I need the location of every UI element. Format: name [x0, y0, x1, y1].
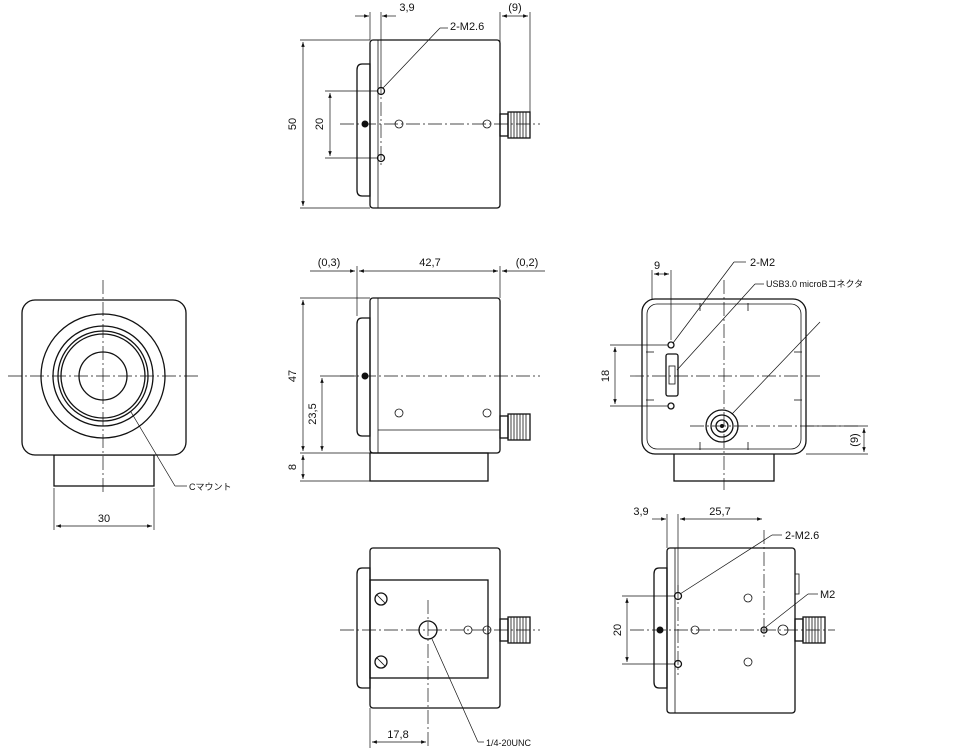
top-screw-label: 2-M2.6 [450, 21, 484, 33]
top-conn-offset-label: (9) [508, 2, 521, 14]
top-connector-thread [507, 111, 531, 139]
top-height-label: 50 [287, 118, 299, 130]
bottom-offset-label: 17,8 [387, 729, 408, 741]
right-pitch-label: 20 [612, 624, 624, 636]
usb-connector [665, 353, 679, 397]
bottom-view: 17,8 1/4-20UNC [340, 547, 540, 748]
side-height-label: 47 [287, 370, 299, 382]
bottom-connector-thread [507, 616, 531, 644]
side-rear-gap-label: (0,2) [516, 257, 539, 269]
top-hole-spacing-label: 3,9 [399, 2, 414, 14]
side-view: 47 8 23,5 (0,3) 42,7 (0,2) [287, 257, 545, 482]
top-view: 50 20 3,9 (9) 2-M2.6 [287, 2, 540, 209]
side-base-label: 8 [287, 464, 299, 470]
rear-pitch-label: 18 [600, 370, 612, 382]
front-view: 30 Cマウント [8, 280, 232, 530]
right-screw2-label: M2 [820, 589, 835, 601]
rear-screw-label: 2-M2 [750, 257, 775, 269]
side-front-gap-label: (0,3) [318, 257, 341, 269]
side-connector-thread [507, 413, 531, 441]
rear-usb-label: USB3.0 microBコネクタ [766, 279, 863, 289]
rear-offset-label: 9 [654, 260, 660, 272]
bottom-tripod-label: 1/4-20UNC [486, 738, 532, 748]
front-mount-label: Cマウント [189, 482, 232, 492]
rear-conn-offset-label: (9) [849, 433, 861, 446]
rear-view: 9 18 (9) 2-M2 USB3.0 microBコネクタ [600, 257, 868, 490]
side-length-label: 42,7 [419, 257, 440, 269]
front-width-label: 30 [98, 513, 110, 525]
right-spacing-label: 25,7 [709, 506, 730, 518]
right-hole-offset-label: 3,9 [633, 506, 648, 518]
top-pitch-label: 20 [314, 118, 326, 130]
side-center-label: 23,5 [307, 403, 319, 424]
right-screw-label: 2-M2.6 [785, 530, 819, 542]
right-side-view: 3,9 25,7 20 2-M2.6 M2 [612, 506, 835, 714]
